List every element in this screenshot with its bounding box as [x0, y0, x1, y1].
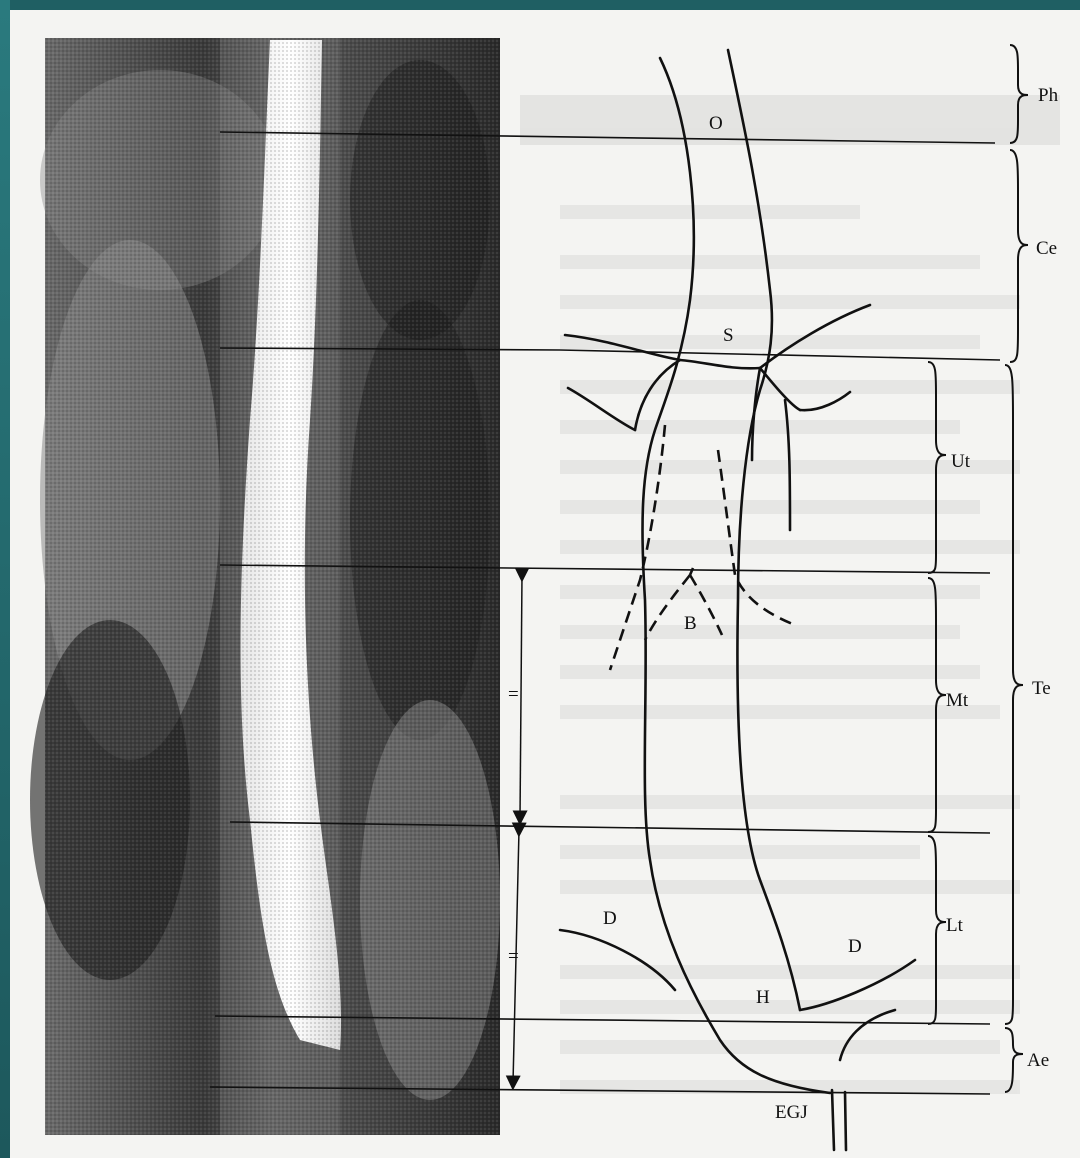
- label-d-left: D: [603, 908, 617, 929]
- equal-mark-upper: =: [508, 684, 519, 705]
- measurement-arrows: [513, 575, 522, 1083]
- segment-lt-label: Lt: [946, 915, 964, 936]
- label-s: S: [723, 325, 734, 346]
- label-o: O: [709, 113, 723, 134]
- segment-te-label: Te: [1032, 678, 1051, 699]
- label-h: H: [756, 987, 770, 1008]
- xray-image: [30, 38, 500, 1135]
- segment-ae-label: Ae: [1027, 1050, 1049, 1071]
- label-egj: EGJ: [775, 1102, 808, 1123]
- label-b: B: [684, 613, 697, 634]
- segment-ph-label: Ph: [1038, 85, 1059, 106]
- equal-mark-lower: =: [508, 946, 519, 967]
- label-d-right: D: [848, 936, 862, 957]
- segment-braces: [928, 45, 1028, 1092]
- background-print: [520, 95, 1060, 1094]
- segment-ce-label: Ce: [1036, 238, 1057, 259]
- segment-mt-label: Mt: [946, 690, 969, 711]
- segment-ut-label: Ut: [951, 451, 971, 472]
